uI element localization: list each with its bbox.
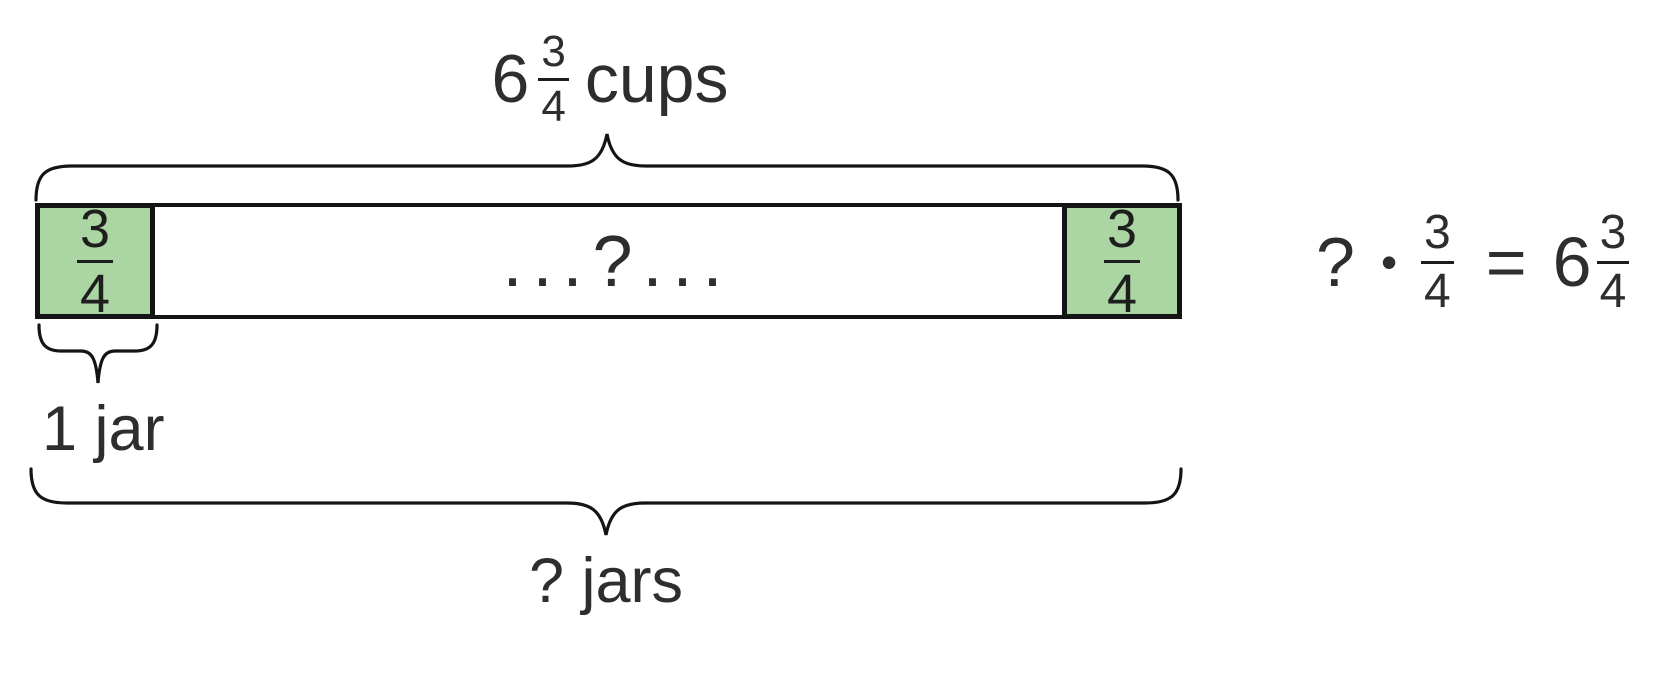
cups-fraction-numerator: 3 — [538, 29, 569, 81]
cups-whole-number: 6 — [491, 41, 530, 117]
equals-sign: = — [1485, 223, 1527, 301]
cups-fraction: 3 4 — [538, 29, 569, 131]
equation: ? • 3 4 = 6 3 4 — [1316, 196, 1661, 328]
left-cell-numerator: 3 — [76, 202, 114, 263]
equation-result-fraction: 3 4 — [1596, 208, 1630, 318]
equation-result-numerator: 3 — [1596, 208, 1630, 264]
left-cell-denominator: 4 — [79, 263, 111, 324]
tape-bar — [35, 203, 1182, 319]
right-fraction-cell: 3 4 — [1062, 202, 1182, 324]
equation-fraction-numerator: 3 — [1421, 208, 1454, 264]
equation-fraction: 3 4 — [1421, 208, 1454, 318]
equation-fraction-denominator: 4 — [1424, 264, 1451, 318]
left-cell-fraction: 3 4 — [76, 202, 114, 324]
right-cell-numerator: 3 — [1103, 202, 1141, 263]
left-fraction-cell: 3 4 — [35, 202, 155, 324]
right-cell-denominator: 4 — [1106, 263, 1138, 324]
total-jars-label: ? jars — [528, 546, 684, 616]
cups-overbrace-icon — [34, 133, 1180, 202]
equation-result-whole: 6 — [1552, 223, 1592, 301]
middle-ellipsis: . . . ? . . . — [502, 222, 722, 302]
cups-total-label: 6 3 4 cups — [340, 28, 880, 130]
right-cell-fraction: 3 4 — [1103, 202, 1141, 324]
cups-fraction-denominator: 4 — [541, 81, 566, 131]
multiplication-dot-icon: • — [1380, 236, 1398, 288]
one-jar-underbrace-icon — [37, 323, 159, 384]
equation-unknown-factor: ? — [1316, 223, 1355, 301]
cups-unit-label: cups — [584, 41, 729, 117]
total-jars-underbrace-icon — [29, 467, 1183, 536]
one-jar-label: 1 jar — [42, 394, 165, 464]
equation-result-denominator: 4 — [1599, 264, 1627, 318]
